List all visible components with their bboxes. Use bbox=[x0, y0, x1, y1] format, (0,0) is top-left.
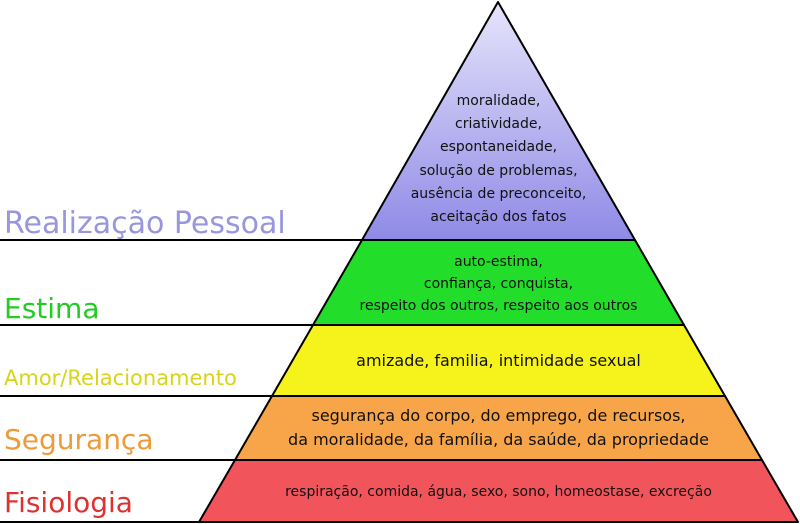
tier-items-fisiologia: respiração, comida, água, sexo, sono, ho… bbox=[209, 481, 788, 503]
level-label-fisiologia: Fisiologia bbox=[4, 486, 133, 519]
tier-item: respiração, comida, água, sexo, sono, ho… bbox=[285, 484, 712, 500]
tier-item: da moralidade, da família, da saúde, da … bbox=[288, 430, 709, 449]
tier-item: aceitação dos fatos bbox=[430, 209, 567, 226]
tier-item: confiança, conquista, bbox=[423, 276, 574, 292]
tier-item: criatividade, bbox=[455, 116, 542, 133]
level-label-realizacao: Realização Pessoal bbox=[4, 206, 286, 241]
tier-item: segurança do corpo, do emprego, de recur… bbox=[311, 406, 686, 425]
tier-items-seguranca: segurança do corpo, do emprego, de recur… bbox=[235, 404, 762, 452]
tier-fisiologia bbox=[198, 459, 799, 523]
level-label-amor: Amor/Relacionamento bbox=[4, 366, 237, 390]
tier-items-estima: auto-estima, confiança, conquista, respe… bbox=[313, 251, 684, 317]
tier-items-realizacao: moralidade, criatividade, espontaneidade… bbox=[362, 90, 635, 229]
level-label-estima: Estima bbox=[4, 292, 100, 325]
tier-item: solução de problemas, bbox=[419, 162, 578, 179]
level-label-seguranca: Segurança bbox=[4, 423, 154, 456]
tier-item: espontaneidade, bbox=[439, 139, 558, 156]
tier-item: respeito dos outros, respeito aos outros bbox=[359, 298, 638, 314]
tier-item: moralidade, bbox=[456, 93, 541, 109]
tier-item: amizade, familia, intimidade sexual bbox=[356, 351, 641, 370]
tier-items-amor: amizade, familia, intimidade sexual bbox=[313, 350, 684, 372]
tier-item: ausência de preconceito, bbox=[410, 185, 587, 202]
tier-item: auto-estima, bbox=[454, 254, 543, 270]
